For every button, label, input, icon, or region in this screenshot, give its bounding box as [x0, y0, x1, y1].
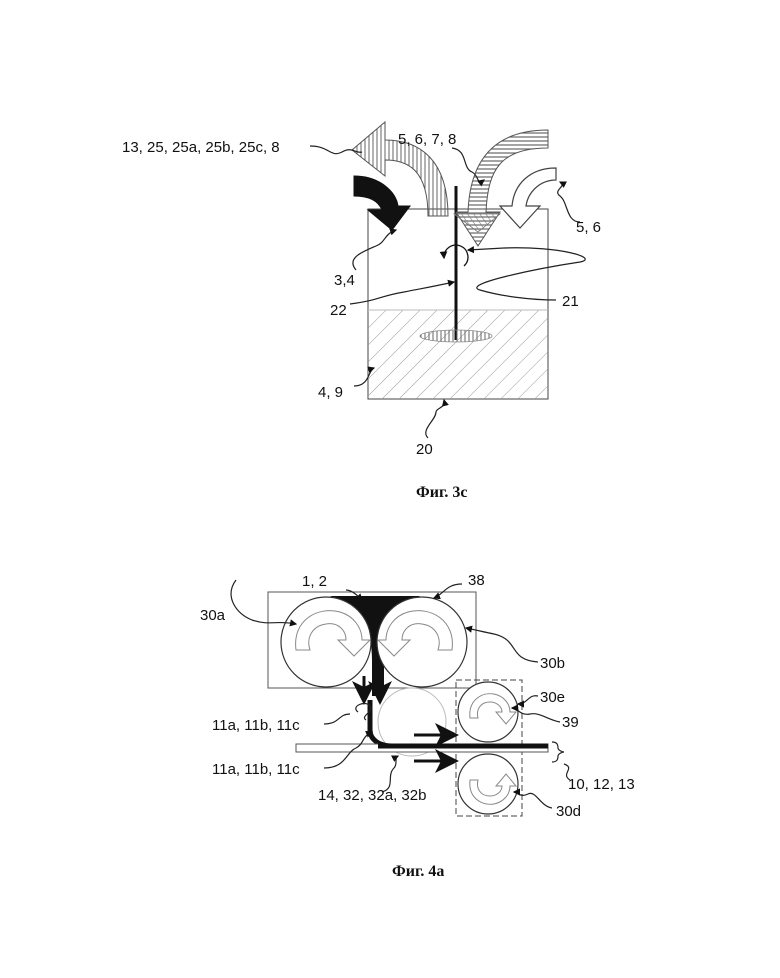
label-10-12-13: 10, 12, 13	[568, 776, 635, 793]
label-30d: 30d	[556, 803, 581, 820]
label-5-6: 5, 6	[576, 219, 601, 236]
label-11a-lower: 11a, 11b, 11c	[212, 761, 300, 778]
label-38: 38	[468, 572, 485, 589]
label-22: 22	[330, 302, 347, 319]
label-11a-upper: 11a, 11b, 11c	[212, 717, 300, 734]
label-20: 20	[416, 441, 433, 458]
stirrer-blade	[420, 330, 492, 342]
label-21: 21	[562, 293, 579, 310]
label-39: 39	[562, 714, 579, 731]
label-14-32: 14, 32, 32a, 32b	[318, 787, 426, 804]
figure-4a: 1, 2 38 30a 30b 30e 39 11a, 11b, 11c 11a…	[200, 572, 635, 880]
label-5-6-7-8: 5, 6, 7, 8	[398, 131, 456, 148]
label-30b: 30b	[540, 655, 565, 672]
caption-fig-4a: Фиг. 4а	[392, 863, 444, 880]
label-30a: 30a	[200, 607, 226, 624]
label-4-9: 4, 9	[318, 384, 343, 401]
figure-3c: 13, 25, 25a, 25b, 25c, 8 5, 6, 7, 8 5, 6…	[122, 122, 601, 501]
label-1-2: 1, 2	[302, 573, 327, 590]
material-layer-4-9	[368, 310, 548, 399]
label-3-4: 3,4	[334, 272, 355, 289]
label-13-25: 13, 25, 25a, 25b, 25c, 8	[122, 139, 280, 156]
label-30e: 30e	[540, 689, 565, 706]
black-arrow-3-4	[354, 176, 410, 230]
caption-fig-3c: Фиг. 3с	[416, 484, 468, 501]
